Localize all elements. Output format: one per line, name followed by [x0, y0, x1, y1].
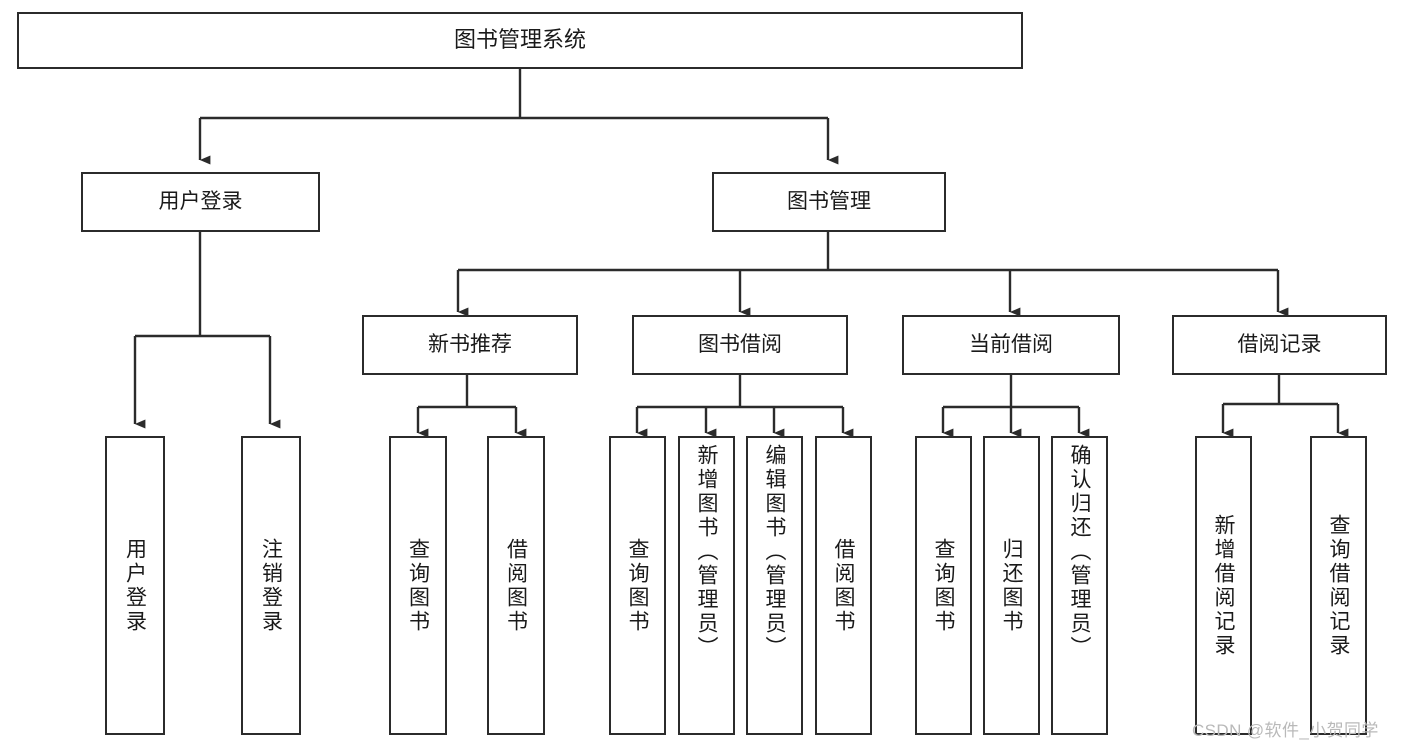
node-label: 用户登录: [123, 537, 147, 634]
leaf-current-borrow-query-books[interactable]: 查询图书: [915, 436, 972, 735]
node-label: 图书借阅: [698, 333, 782, 357]
leaf-book-borrow-borrow-books[interactable]: 借阅图书: [815, 436, 872, 735]
node-label: 归还图书: [1000, 537, 1023, 634]
node-label: 借阅记录: [1237, 333, 1322, 357]
leaf-current-borrow-confirm-return-admin[interactable]: 确认归还（管理员）: [1051, 436, 1108, 735]
node-label: 新增图书（管理员）: [695, 444, 718, 660]
node-label: 图书管理: [787, 190, 871, 214]
leaf-user-login[interactable]: 用户登录: [105, 436, 165, 735]
node-label: 借阅图书: [504, 537, 528, 634]
node-label: 用户登录: [158, 190, 243, 214]
leaf-book-borrow-query-books[interactable]: 查询图书: [609, 436, 666, 735]
node-label: 查询借阅记录: [1327, 513, 1350, 658]
node-root-library-system[interactable]: 图书管理系统: [17, 12, 1023, 69]
csdn-watermark: CSDN @软件_小贺同学: [1192, 721, 1379, 740]
node-label: 查询图书: [626, 537, 649, 634]
node-label: 图书管理系统: [453, 27, 586, 53]
node-label: 查询图书: [932, 537, 955, 634]
node-label: 确认归还（管理员）: [1068, 444, 1091, 660]
node-label: 借阅图书: [832, 537, 855, 634]
node-book-borrow[interactable]: 图书借阅: [632, 315, 848, 375]
node-label: 注销登录: [259, 537, 283, 634]
leaf-logout[interactable]: 注销登录: [241, 436, 301, 735]
node-label: 当前借阅: [969, 333, 1053, 357]
node-label: 查询图书: [406, 537, 430, 634]
node-current-borrow[interactable]: 当前借阅: [902, 315, 1120, 375]
leaf-new-book-borrow-books[interactable]: 借阅图书: [487, 436, 545, 735]
node-label: 新增借阅记录: [1212, 513, 1235, 658]
leaf-book-borrow-add-book-admin[interactable]: 新增图书（管理员）: [678, 436, 735, 735]
node-new-book-recommend[interactable]: 新书推荐: [362, 315, 578, 375]
leaf-book-borrow-edit-book-admin[interactable]: 编辑图书（管理员）: [746, 436, 803, 735]
node-label: 编辑图书（管理员）: [763, 444, 786, 660]
leaf-current-borrow-return-books[interactable]: 归还图书: [983, 436, 1040, 735]
leaf-borrow-record-add-record[interactable]: 新增借阅记录: [1195, 436, 1252, 735]
node-user-login[interactable]: 用户登录: [81, 172, 320, 232]
node-label: 新书推荐: [428, 333, 512, 357]
node-borrow-record[interactable]: 借阅记录: [1172, 315, 1387, 375]
leaf-borrow-record-query-record[interactable]: 查询借阅记录: [1310, 436, 1367, 735]
node-book-management[interactable]: 图书管理: [712, 172, 946, 232]
leaf-new-book-query-books[interactable]: 查询图书: [389, 436, 447, 735]
